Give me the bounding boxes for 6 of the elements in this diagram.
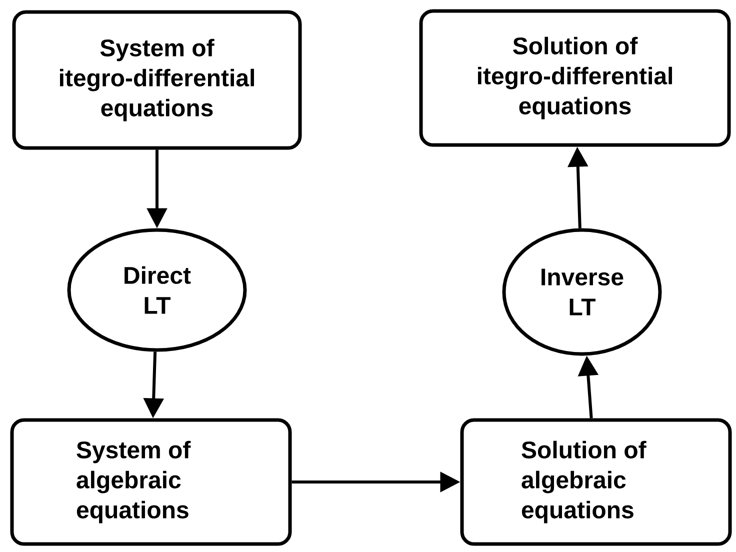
- process-box: Solution of algebraic equations: [460, 418, 732, 546]
- process-box: System of itegro-differential equations: [12, 10, 302, 150]
- ellipse-node: Direct LT: [67, 228, 247, 352]
- ellipse-node: Inverse LT: [502, 228, 662, 356]
- process-box: System of algebraic equations: [10, 418, 292, 546]
- process-box: Solution of itegro-differential equations: [419, 9, 731, 147]
